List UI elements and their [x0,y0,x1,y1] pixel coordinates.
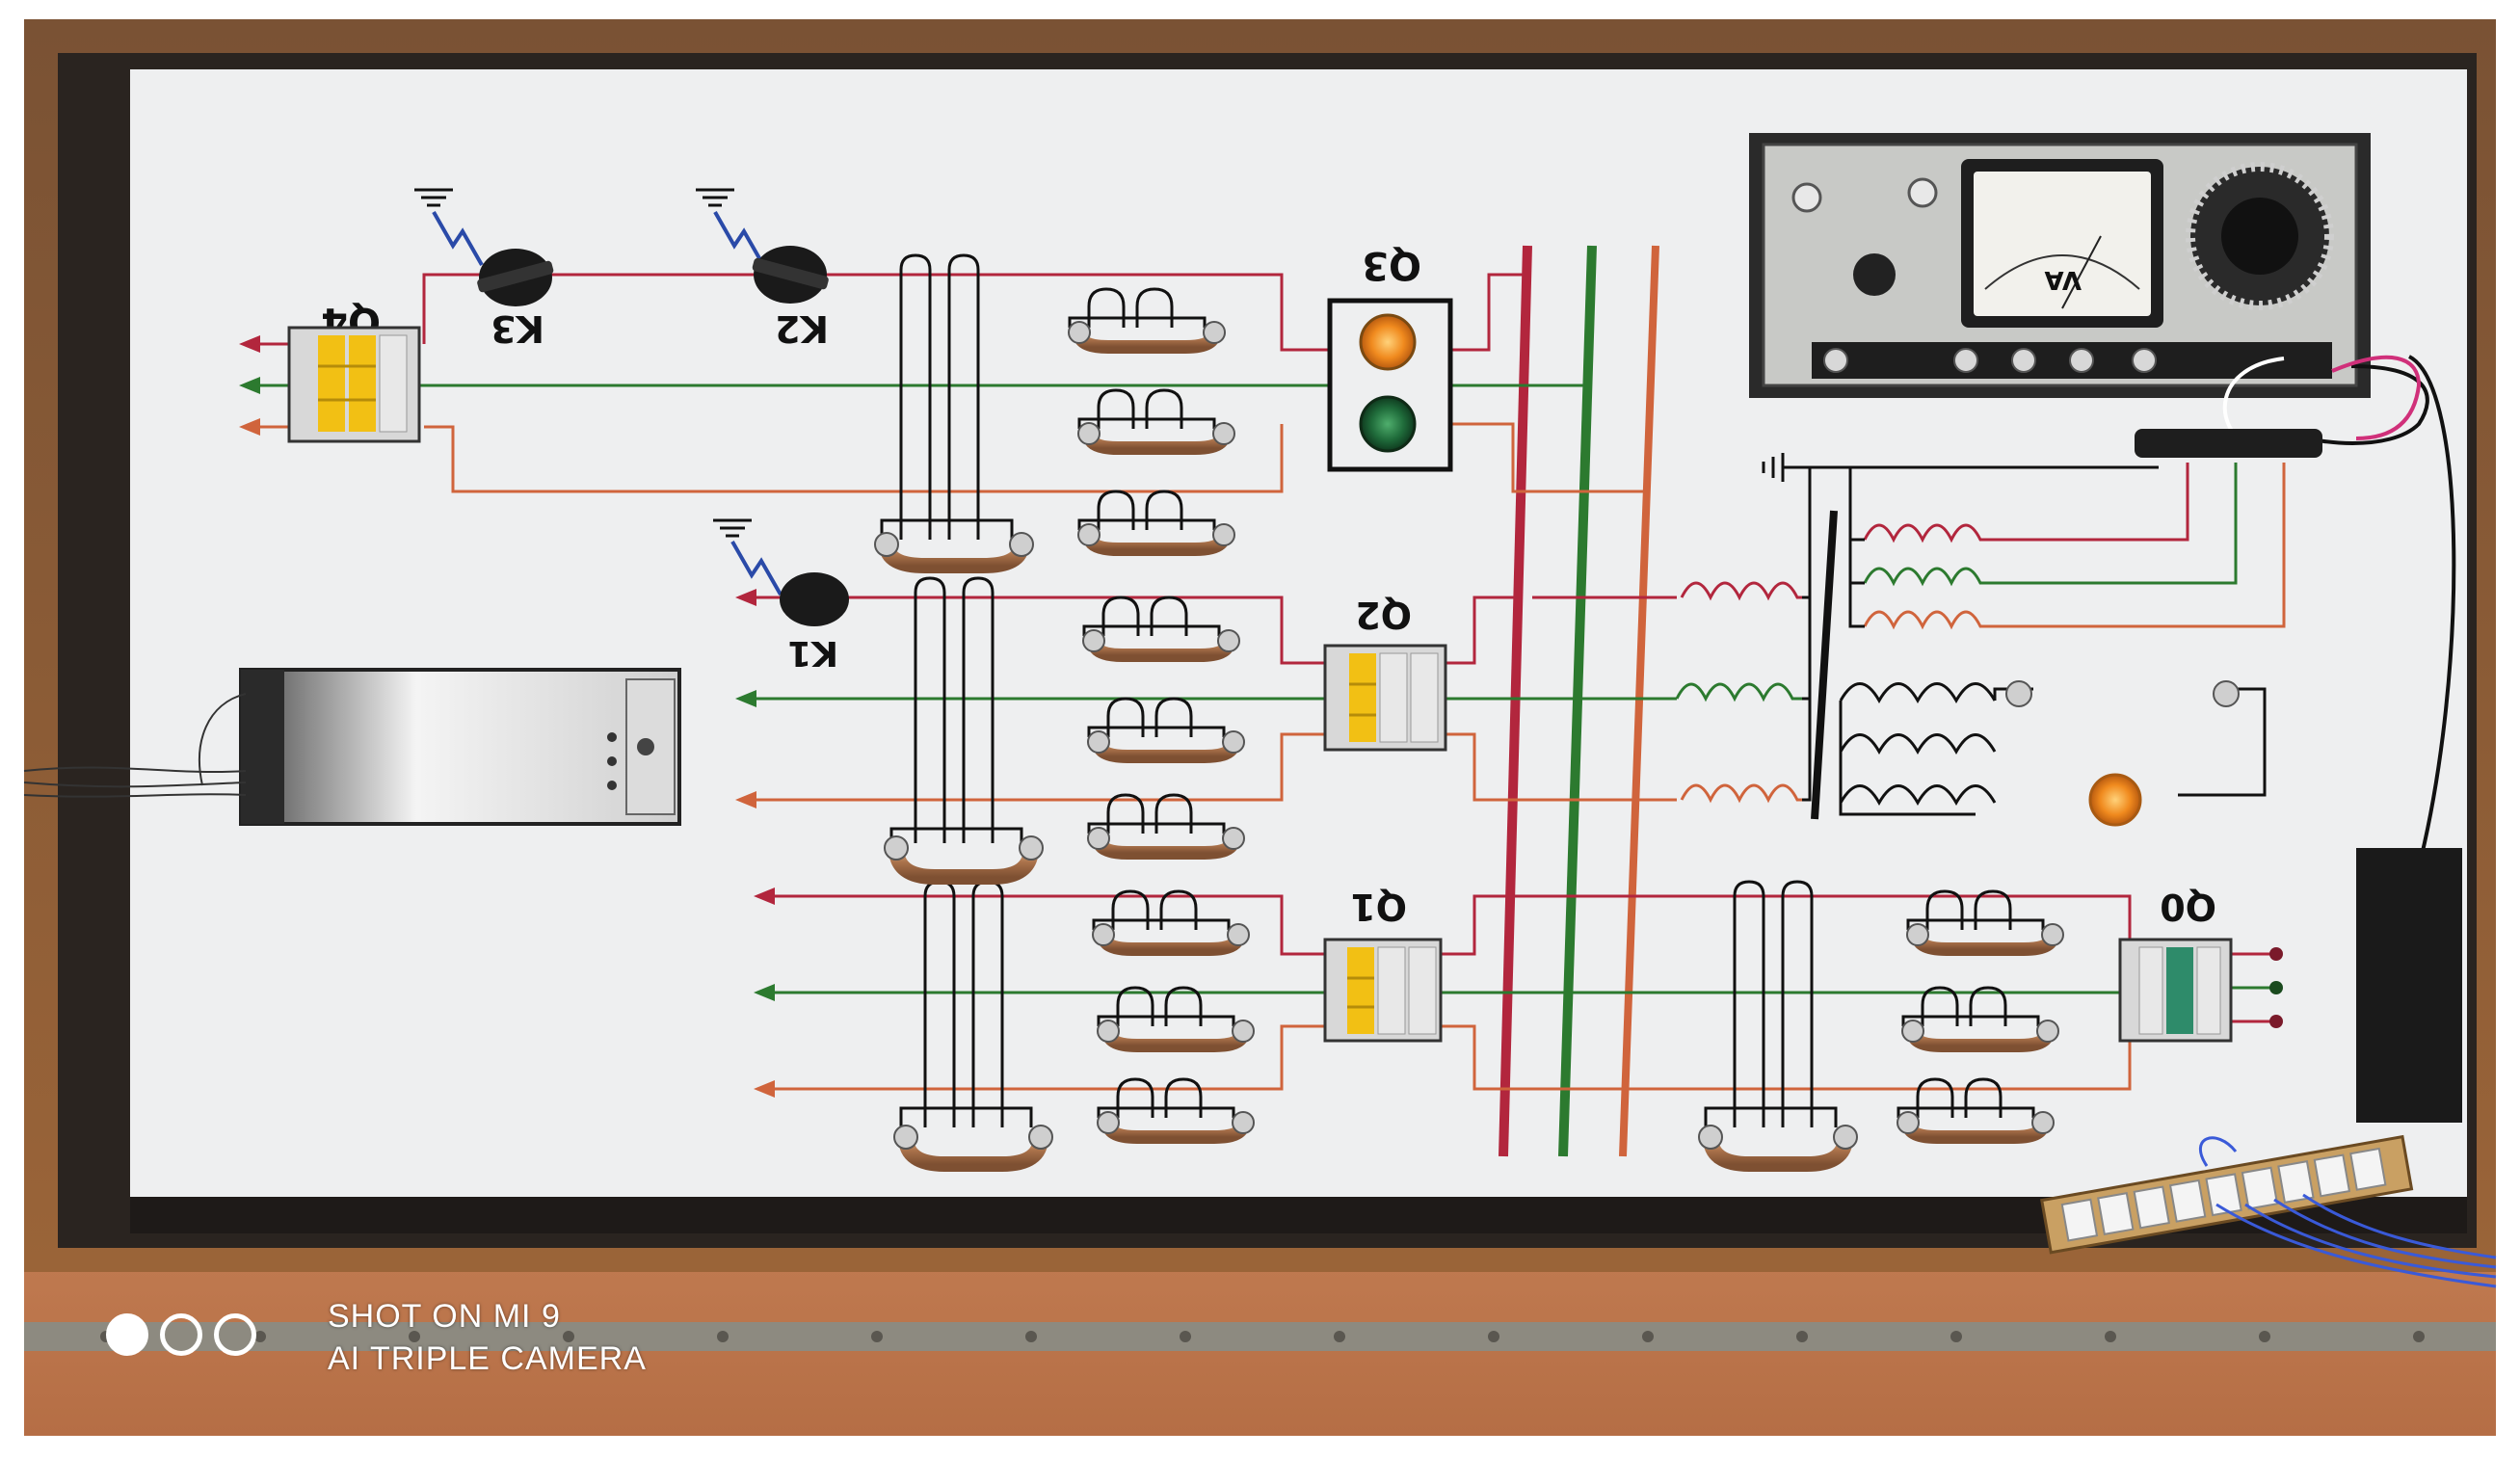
breaker-labels: Q4 Q3 Q2 Q1 Q0 K3 K2 K1 [321,243,2216,928]
isolator-tall-loops [880,253,1838,1127]
metal-enclosure [239,668,681,826]
bus-bar-red [1499,245,1532,1157]
label-k3: K3 [491,307,544,350]
transformer-section [1675,453,2286,820]
q0-input-terminals [2269,947,2283,1028]
q4-output-arrows [239,335,260,436]
label-q1: Q1 [1350,886,1407,928]
breaker-q4[interactable] [287,326,421,443]
earth-symbols [414,188,752,538]
instrument-cables [2222,355,2456,868]
label-q3: Q3 [1362,243,1421,287]
blue-wires [2199,1136,2497,1288]
isolator-link-screws [874,532,1858,1150]
left-cables [23,693,247,798]
bus-bar-green [1558,245,1597,1157]
ct-indicator-lamp [2088,773,2142,827]
breaker-q1[interactable] [1323,938,1443,1043]
terminal-block [2040,1134,2414,1255]
k-switch-knobs [477,246,849,626]
bus-bar-orange [1619,245,1659,1157]
k1-knob[interactable] [780,572,849,626]
toggle-left[interactable] [1791,182,1822,213]
disconnector-links [1068,287,2064,1144]
q1-output-arrows [754,887,775,1098]
lamp-green [1359,395,1417,453]
breaker-q0[interactable] [2118,938,2233,1043]
label-k1: K1 [787,633,838,673]
measuring-instrument: VA [1749,133,2371,398]
label-k2: K2 [775,307,829,350]
bottom-row-wires [766,894,2274,1091]
hinge [24,1322,2496,1351]
q2-output-arrows [735,589,756,808]
lamp-orange [1359,313,1417,371]
right-side-box [2356,848,2462,1123]
hinge-screws [100,1331,2425,1342]
breaker-q2[interactable] [1323,644,1447,752]
selector-knob[interactable] [1853,253,1896,296]
signal-lamps-q3 [1327,298,1453,472]
terminal-strip-top [2135,429,2322,458]
toggle-right[interactable] [1907,177,1938,208]
label-q2: Q2 [1355,594,1412,636]
meter-scale-label: VA [2045,265,2082,294]
earth-zigzag-arrows [432,211,783,596]
label-q0: Q0 [2160,886,2216,928]
